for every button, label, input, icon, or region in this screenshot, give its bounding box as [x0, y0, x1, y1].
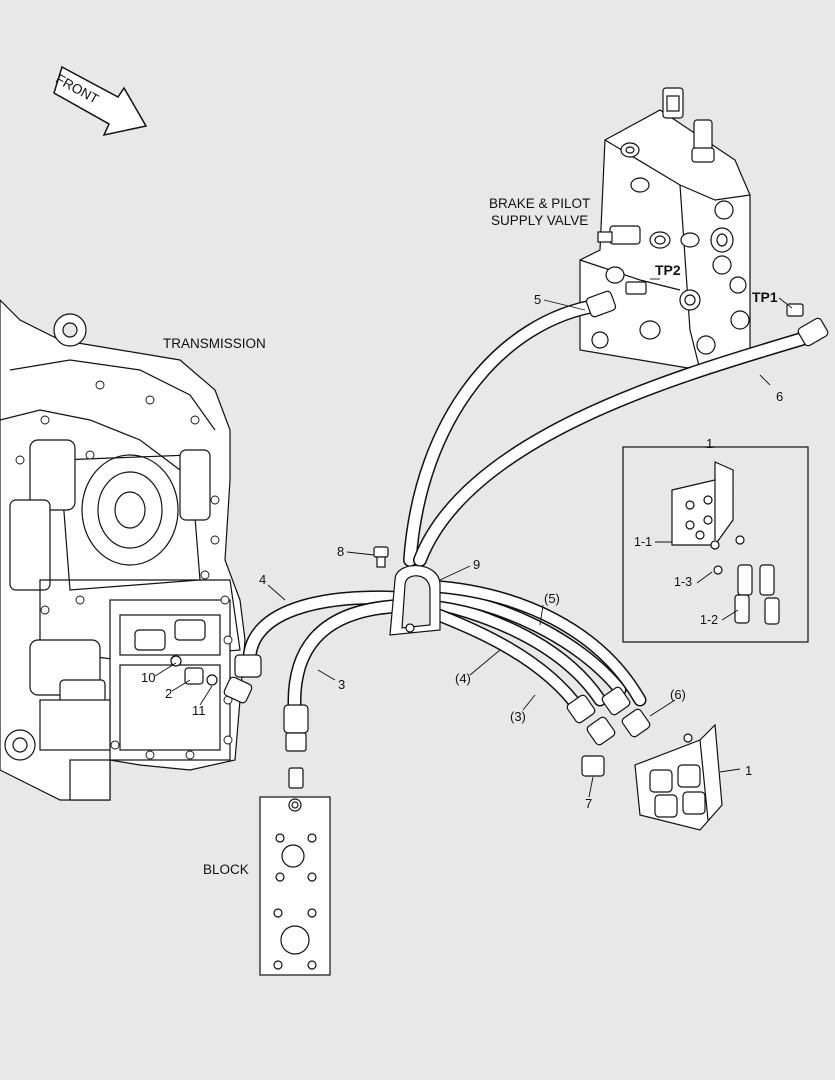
callout-paren-5: (5) [544, 591, 560, 606]
front-arrow-icon [53, 65, 148, 137]
callout-1: 1 [745, 763, 753, 778]
test-port-tp1-label: TP1 [752, 289, 778, 305]
callout-paren-4: (4) [455, 671, 471, 686]
callout-paren-3: (3) [510, 709, 526, 724]
test-port-tp2-label: TP2 [655, 262, 681, 278]
brake-pilot-valve-label: BRAKE & PILOT SUPPLY VALVE [489, 196, 591, 228]
inset-item-1-2: 1-2 [700, 613, 719, 627]
callout-4: 4 [259, 572, 267, 587]
inset-title: 1 [706, 436, 714, 451]
callout-3: 3 [338, 677, 346, 692]
callout-7: 7 [585, 796, 593, 811]
callout-paren-6: (6) [670, 687, 686, 702]
inset-item-1-3: 1-3 [674, 575, 693, 589]
transmission-label: TRANSMISSION [163, 336, 266, 351]
callout-11: 11 [192, 703, 206, 718]
callout-9: 9 [473, 557, 481, 572]
hoses [242, 298, 822, 722]
callout-6: 6 [776, 389, 784, 404]
inset-item-1-1: 1-1 [634, 535, 653, 549]
leader-lines [154, 278, 793, 798]
clamp [373, 546, 441, 636]
callout-2: 2 [165, 686, 173, 701]
callout-8: 8 [337, 544, 345, 559]
inset-detail-box [622, 446, 809, 643]
brake-pilot-valve-illustration [579, 87, 804, 371]
hose-fittings [223, 290, 829, 789]
bracket-assembly [634, 723, 723, 831]
transmission-illustration [0, 299, 246, 801]
callout-10: 10 [141, 670, 156, 685]
callout-5: 5 [534, 292, 542, 307]
block-illustration [259, 796, 331, 976]
block-label: BLOCK [203, 862, 249, 877]
